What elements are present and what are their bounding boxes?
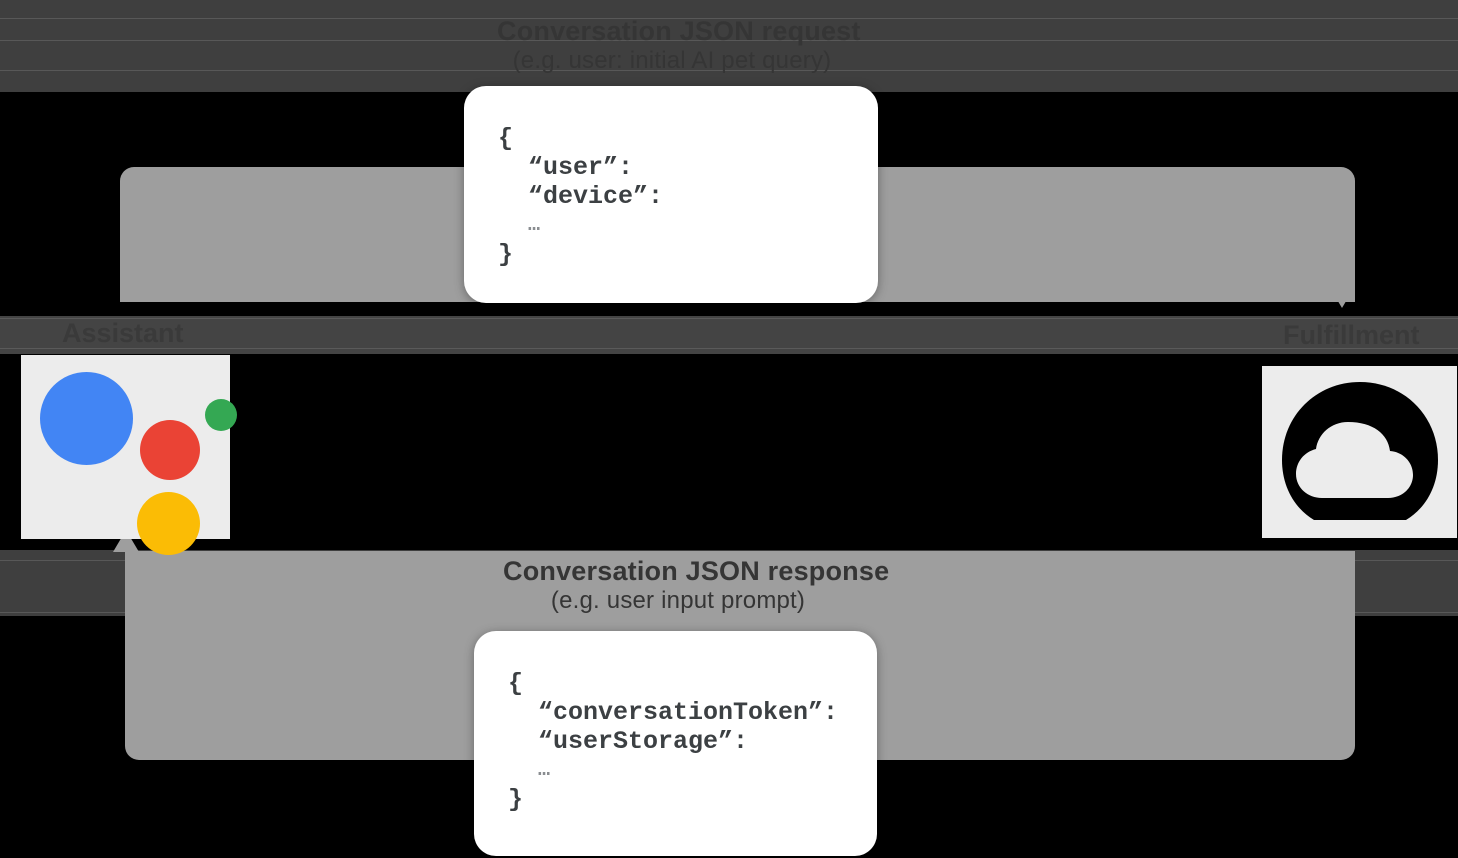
response-label-line1: Conversation JSON response (503, 556, 890, 586)
overlay-band-middle (0, 316, 1458, 354)
assistant-yellow-dot-icon (137, 492, 200, 555)
response-label-line2: (e.g. user input prompt) (550, 587, 806, 614)
request-close-brace: } (498, 240, 514, 269)
assistant-red-dot-icon (140, 420, 200, 480)
request-arrowhead-icon (1329, 286, 1355, 308)
response-ellipsis: … (538, 759, 551, 782)
divider-line (0, 348, 1458, 349)
assistant-blue-dot-icon (40, 372, 133, 465)
response-key-user-storage: “userStorage”: (538, 727, 749, 756)
request-label-group: Conversation JSON request (e.g. user: in… (497, 16, 861, 75)
divider-line (0, 70, 1458, 71)
request-ellipsis: … (528, 214, 541, 237)
request-key-user: “user”: (528, 153, 634, 182)
divider-line (0, 40, 1458, 41)
fulfillment-icon-tile (1262, 366, 1457, 538)
response-key-conversation-token: “conversationToken”: (538, 698, 839, 727)
response-label-group: Conversation JSON response (e.g. user in… (503, 556, 890, 615)
cloud-icon (1262, 366, 1457, 538)
assistant-icon-tile (21, 355, 237, 555)
overlay-band-top (0, 0, 1458, 92)
divider-line (0, 18, 1458, 19)
response-json-card: { “conversationToken”: “userStorage”: … … (474, 631, 877, 856)
request-json-card: { “user”: “device”: … } (464, 86, 878, 303)
request-label-line2: (e.g. user: initial AI pet query) (512, 47, 832, 74)
assistant-green-dot-icon (205, 399, 237, 431)
response-close-brace: } (508, 785, 524, 814)
request-label-line1: Conversation JSON request (497, 16, 861, 46)
divider-line (0, 318, 1458, 319)
response-open-brace: { (508, 669, 524, 698)
fulfillment-endpoint-label: Fulfillment (1283, 320, 1420, 350)
request-open-brace: { (498, 124, 514, 153)
request-key-device: “device”: (528, 182, 664, 211)
assistant-endpoint-label: Assistant (62, 318, 184, 348)
